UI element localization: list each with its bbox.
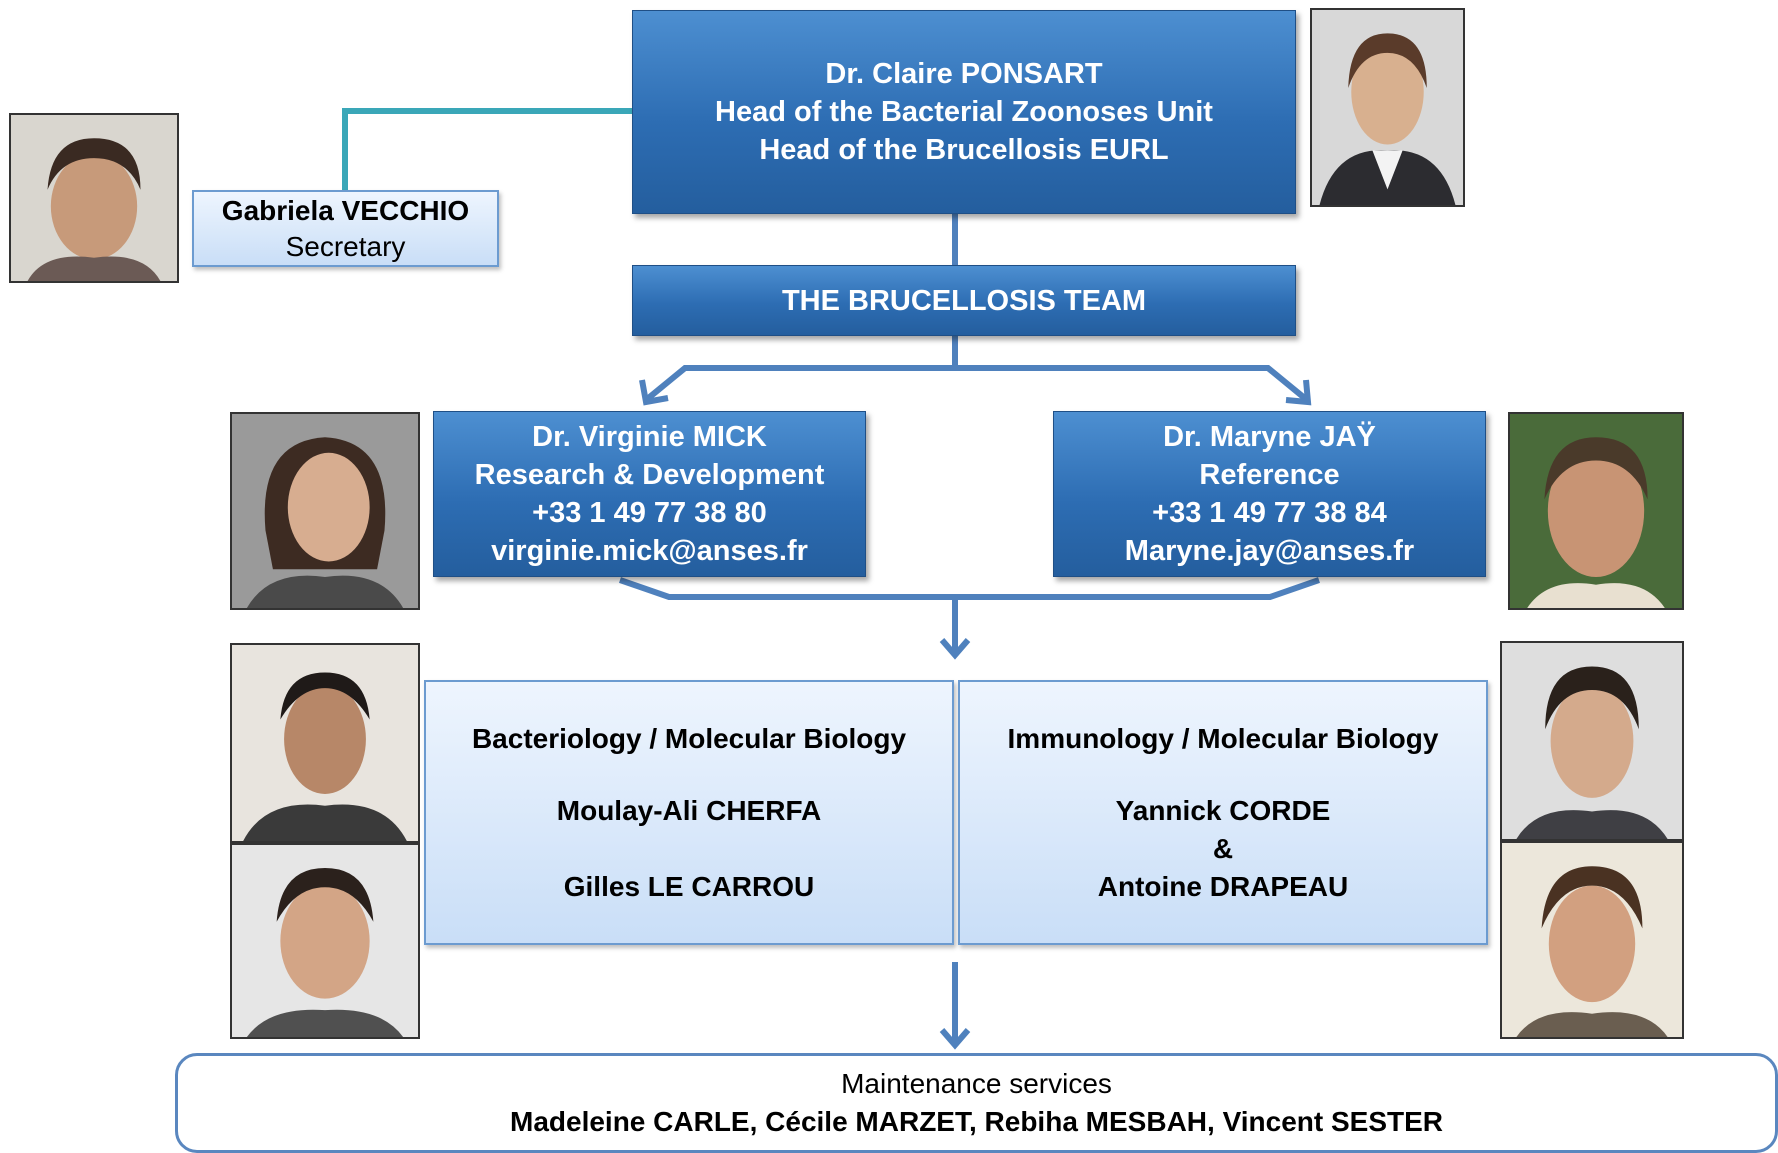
- merge-right-connector: [955, 577, 1320, 600]
- reference-name: Dr. Maryne JAŸ: [1163, 421, 1376, 453]
- team-title: THE BRUCELLOSIS TEAM: [781, 284, 1147, 317]
- rd-phone: +33 1 49 77 38 80: [532, 497, 767, 529]
- maintenance-arrowhead: [939, 1028, 971, 1050]
- immunology-member-1: Yannick CORDE: [1115, 795, 1331, 826]
- bacteriology-member-1: Moulay-Ali CHERFA: [556, 795, 822, 826]
- immunology-member-2: Antoine DRAPEAU: [1097, 871, 1349, 902]
- maintenance-names: Madeleine CARLE, Cécile MARZET, Rebiha M…: [510, 1106, 1443, 1137]
- reference-role: Reference: [1199, 459, 1340, 491]
- secretary-photo: [9, 113, 179, 283]
- bacteriology-box: Bacteriology / Molecular Biology Moulay-…: [424, 680, 954, 945]
- cherfa-photo: [230, 643, 420, 843]
- bacteriology-member-2: Gilles LE CARROU: [563, 871, 815, 902]
- rd-role: Research & Development: [474, 459, 825, 491]
- merge-left-connector: [619, 577, 955, 600]
- reference-box: Dr. Maryne JAŸ Reference +33 1 49 77 38 …: [1053, 411, 1486, 577]
- maintenance-title: Maintenance services: [841, 1068, 1112, 1099]
- split-right-connector: [955, 365, 1309, 403]
- reference-phone: +33 1 49 77 38 84: [1152, 497, 1387, 529]
- rd-name: Dr. Virginie MICK: [532, 421, 767, 453]
- drapeau-photo: [1500, 841, 1684, 1039]
- split-left-connector: [644, 365, 955, 403]
- le-carrou-photo: [230, 843, 420, 1039]
- secretary-box: Gabriela VECCHIO Secretary: [192, 190, 499, 267]
- secretary-name: Gabriela VECCHIO: [221, 194, 470, 226]
- arrow-left-head: [639, 379, 669, 406]
- bacteriology-title: Bacteriology / Molecular Biology: [471, 723, 907, 754]
- head-title-eurl: Head of the Brucellosis EURL: [759, 134, 1169, 166]
- team-box: THE BRUCELLOSIS TEAM: [632, 265, 1296, 336]
- immunology-box: Immunology / Molecular Biology Yannick C…: [958, 680, 1488, 945]
- merge-down-arrowhead: [939, 638, 971, 660]
- reference-photo: [1508, 412, 1684, 610]
- secretary-connector: [342, 108, 632, 190]
- immunology-and: &: [1212, 833, 1234, 864]
- reference-email: Maryne.jay@anses.fr: [1124, 535, 1415, 567]
- secretary-role: Secretary: [285, 230, 406, 262]
- rd-email: virginie.mick@anses.fr: [491, 535, 808, 567]
- corde-photo: [1500, 641, 1684, 841]
- arrow-right-head: [1285, 379, 1312, 406]
- rd-photo: [230, 412, 420, 610]
- head-title-unit: Head of the Bacterial Zoonoses Unit: [715, 96, 1213, 128]
- head-box: Dr. Claire PONSART Head of the Bacterial…: [632, 10, 1296, 214]
- maintenance-box: Maintenance services Madeleine CARLE, Cé…: [175, 1053, 1778, 1153]
- head-name: Dr. Claire PONSART: [825, 58, 1103, 90]
- head-photo: [1310, 8, 1465, 207]
- rd-box: Dr. Virginie MICK Research & Development…: [433, 411, 866, 577]
- immunology-title: Immunology / Molecular Biology: [1007, 723, 1439, 754]
